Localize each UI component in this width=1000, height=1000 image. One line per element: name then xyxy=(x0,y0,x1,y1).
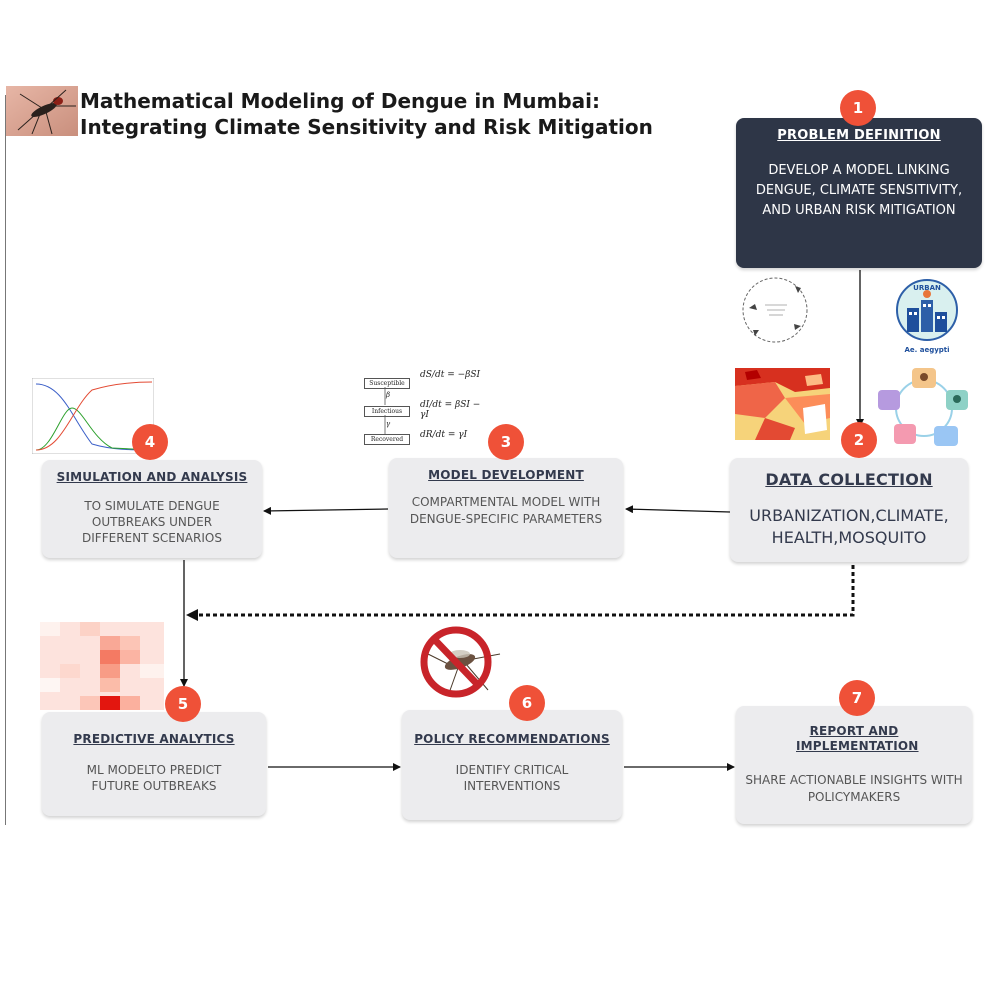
step-1-title: PROBLEM DEFINITION xyxy=(777,128,941,143)
step-data-collection: DATA COLLECTION URBANIZATION,CLIMATE, HE… xyxy=(730,458,968,562)
step-predictive-analytics: PREDICTIVE ANALYTICS ML MODELTO PREDICT … xyxy=(42,712,266,816)
step-4-body: TO SIMULATE DENGUE OUTBREAKS UNDER DIFFE… xyxy=(82,499,222,545)
urban-icon-caption: Ae. aegypti xyxy=(904,346,950,354)
lifecycle-icon xyxy=(742,277,808,343)
sir-susceptible-box: Susceptible xyxy=(364,378,410,389)
step-3-body: COMPARTMENTAL MODEL WITH DENGUE-SPECIFIC… xyxy=(409,495,603,526)
lifecycle-diagram xyxy=(735,270,815,350)
step-report-implementation: REPORT AND IMPLEMENTATION SHARE ACTIONAB… xyxy=(736,706,972,824)
eq1-lhs: dS/dt xyxy=(420,370,445,380)
urban-building-icon xyxy=(896,279,958,341)
sir-equations: dS/dt = −βSI dI/dt = βSI − γI dR/dt = γI xyxy=(420,370,490,450)
eq3-lhs: dR/dt xyxy=(420,430,445,440)
eq2-lhs: dI/dt xyxy=(420,400,442,410)
sir-recovered-box: Recovered xyxy=(364,434,410,445)
data-cycle-icon xyxy=(878,368,968,446)
step-problem-definition: PROBLEM DEFINITION DEVELOP A MODEL LINKI… xyxy=(736,118,982,268)
step-7-badge: 7 xyxy=(839,680,875,716)
sir-infectious-box: Infectious xyxy=(364,406,410,417)
left-border-line xyxy=(5,95,6,825)
step-model-development: MODEL DEVELOPMENT COMPARTMENTAL MODEL WI… xyxy=(389,458,623,558)
step-2-badge: 2 xyxy=(841,422,877,458)
no-mosquito-icon xyxy=(420,626,501,698)
page-title: Mathematical Modeling of Dengue in Mumba… xyxy=(80,88,700,140)
urban-icon-group: URBAN Ae. aegypti xyxy=(892,278,962,360)
heatmap-image xyxy=(40,622,164,710)
step-5-body: ML MODELTO PREDICT FUTURE OUTBREAKS xyxy=(86,763,222,793)
step-4-badge: 4 xyxy=(132,424,168,460)
step-3-title: MODEL DEVELOPMENT xyxy=(428,468,584,482)
step-7-title: REPORT AND IMPLEMENTATION xyxy=(796,724,919,753)
title-line-2: Integrating Climate Sensitivity and Risk… xyxy=(80,115,653,139)
step-policy-recommendations: POLICY RECOMMENDATIONS IDENTIFY CRITICAL… xyxy=(402,710,622,820)
step-simulation-analysis: SIMULATION AND ANALYSIS TO SIMULATE DENG… xyxy=(42,460,262,558)
sir-connectors xyxy=(384,387,386,434)
eq2-rhs: = βSI − γI xyxy=(420,400,481,420)
step-6-body: IDENTIFY CRITICAL INTERVENTIONS xyxy=(455,763,569,793)
urban-icon-label: URBAN xyxy=(913,284,941,292)
sir-beta-label: β xyxy=(386,391,391,399)
step-1-body: DEVELOP A MODEL LINKING DENGUE, CLIMATE … xyxy=(755,163,963,218)
climate-map-image xyxy=(735,368,830,440)
step-1-badge: 1 xyxy=(840,90,876,126)
title-line-1: Mathematical Modeling of Dengue in Mumba… xyxy=(80,89,601,113)
eq1-rhs: = −βSI xyxy=(447,370,481,380)
step-2-body: URBANIZATION,CLIMATE, HEALTH,MOSQUITO xyxy=(749,506,949,547)
arrow-3-to-4 xyxy=(263,506,389,515)
step-2-title: DATA COLLECTION xyxy=(765,470,933,489)
step-7-body: SHARE ACTIONABLE INSIGHTS WITH POLICYMAK… xyxy=(745,773,963,804)
step-3-badge: 3 xyxy=(488,424,524,460)
dotted-feedback-arrow xyxy=(196,565,855,617)
heatmap-icon xyxy=(40,622,164,710)
no-mosquito-image xyxy=(418,624,502,704)
step-6-title: POLICY RECOMMENDATIONS xyxy=(414,732,610,746)
eq3-rhs: = γI xyxy=(447,430,468,440)
title-mosquito-photo xyxy=(6,86,78,136)
data-cycle-image xyxy=(876,366,971,450)
step-5-badge: 5 xyxy=(165,686,201,722)
step-5-title: PREDICTIVE ANALYTICS xyxy=(73,732,235,746)
sir-gamma-label: γ xyxy=(386,420,391,428)
climate-map-icon xyxy=(735,368,830,440)
step-4-title: SIMULATION AND ANALYSIS xyxy=(56,470,248,484)
step-6-badge: 6 xyxy=(509,685,545,721)
mosquito-photo-icon xyxy=(6,86,78,136)
arrow-2-to-3 xyxy=(625,505,731,514)
dotted-arrow-head xyxy=(186,609,198,621)
